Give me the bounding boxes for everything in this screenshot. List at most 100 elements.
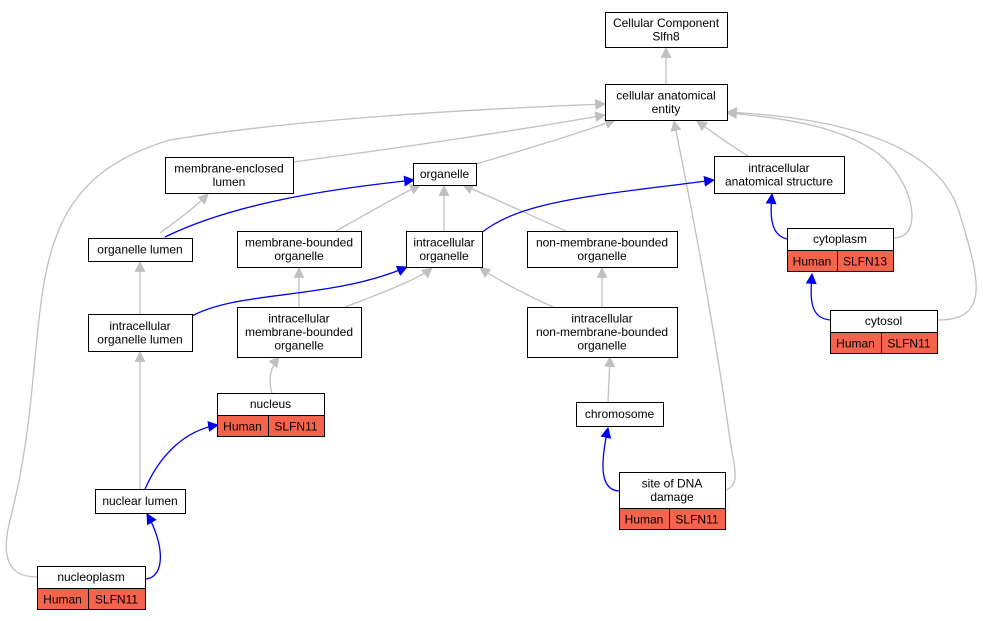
node-label-line: non-membrane-bounded xyxy=(536,235,668,249)
node-box xyxy=(605,12,728,48)
edge-mbo-to-org xyxy=(335,184,421,232)
node-box xyxy=(95,489,186,514)
edge-cytosol-part-of-cyto xyxy=(805,272,831,321)
node-label-line: organelle xyxy=(419,249,469,263)
node-label-line: nuclear lumen xyxy=(102,494,177,508)
gene-label: SLFN13 xyxy=(843,255,887,269)
edge-orgl-part-of-org xyxy=(164,175,416,238)
edge-cyto-part-of-ias xyxy=(765,192,788,240)
node-label-line: non-membrane-bounded xyxy=(536,325,668,339)
node-box xyxy=(237,307,362,358)
node-box xyxy=(237,231,362,268)
node-inmbo[interactable]: intracellularnon-membrane-boundedorganel… xyxy=(527,307,678,358)
edge-ias-to-cae xyxy=(696,120,749,157)
node-label-line: organelle lumen xyxy=(97,243,182,257)
gene-cell xyxy=(669,508,726,530)
edge-sdd-part-of-chrom xyxy=(600,426,620,492)
node-box xyxy=(714,156,845,194)
node-label-line: damage xyxy=(650,490,694,504)
node-label-line: organelle lumen xyxy=(97,332,182,346)
node-label-line: cellular anatomical xyxy=(616,88,715,102)
gene-cell xyxy=(881,332,938,354)
edge-nmbo-to-org xyxy=(461,183,567,232)
node-chrom[interactable]: chromosome xyxy=(576,402,664,427)
node-box xyxy=(527,307,678,358)
node-label-line: site of DNA xyxy=(642,476,703,490)
species-label: Human xyxy=(43,593,82,607)
edge-nplasm-part-of-nlumen xyxy=(145,513,162,580)
node-nlumen[interactable]: nuclear lumen xyxy=(95,489,186,514)
node-box xyxy=(88,314,193,352)
species-label: Human xyxy=(793,255,832,269)
edge-imbo-to-io xyxy=(344,267,433,308)
gene-cell xyxy=(837,250,894,272)
gene-label: SLFN11 xyxy=(887,337,930,351)
gene-label: SLFN11 xyxy=(675,513,718,527)
node-label-line: intracellular xyxy=(268,312,329,326)
edge-chrom-to-inmbo xyxy=(604,355,616,403)
edge-nucleus-to-imbo xyxy=(268,356,280,394)
edge-inmbo-to-io xyxy=(479,267,554,308)
node-label-line: lumen xyxy=(213,175,246,189)
gene-cell xyxy=(268,415,325,437)
species-label: Human xyxy=(625,513,664,527)
node-label-line: membrane-bounded xyxy=(245,235,353,249)
node-label-line: intracellular xyxy=(109,319,170,333)
node-org[interactable]: organelle xyxy=(413,163,477,186)
edge-sdd-to-cae xyxy=(670,119,736,491)
gene-label: SLFN11 xyxy=(274,420,317,434)
node-label-line: entity xyxy=(652,102,681,116)
node-box xyxy=(413,163,477,186)
node-label-line: intracellular xyxy=(413,235,474,249)
node-label-line: organelle xyxy=(420,167,470,181)
node-box xyxy=(605,84,728,121)
edge-nlumen-part-of-nucleus xyxy=(144,421,220,490)
edge-iol-part-of-io xyxy=(191,265,409,317)
node-box xyxy=(165,157,294,194)
node-label-line: nucleoplasm xyxy=(57,570,124,584)
node-box xyxy=(406,231,483,268)
node-label-line: intracellular xyxy=(748,161,809,175)
node-label-line: anatomical structure xyxy=(725,174,833,188)
edges-layer xyxy=(5,46,977,580)
edge-io-part-of-ias xyxy=(479,175,716,235)
gene-label: SLFN11 xyxy=(95,593,138,607)
node-label-line: Slfn8 xyxy=(652,29,680,43)
species-label: Human xyxy=(836,337,875,351)
edge-cytosol-to-cae xyxy=(725,107,977,321)
node-label-line: membrane-enclosed xyxy=(174,161,283,175)
gene-cell xyxy=(88,588,146,610)
species-label: Human xyxy=(223,420,262,434)
node-box xyxy=(619,472,726,509)
node-box xyxy=(527,231,678,268)
node-label-line: membrane-bounded xyxy=(245,325,353,339)
node-label-line: organelle xyxy=(577,249,627,263)
edge-orgl-to-mel xyxy=(159,193,209,234)
edge-mel-to-cae xyxy=(292,111,607,163)
edge-cyto-to-cae xyxy=(725,108,913,239)
edge-nplasm-to-cae xyxy=(5,98,607,578)
node-orgl[interactable]: organelle lumen xyxy=(88,238,193,262)
node-label-line: intracellular xyxy=(571,312,632,326)
node-label-line: Cellular Component xyxy=(613,16,720,30)
node-label-line: nucleus xyxy=(250,397,291,411)
node-label-line: chromosome xyxy=(585,407,655,421)
node-label-line: cytosol xyxy=(865,314,902,328)
node-label-line: organelle xyxy=(274,339,324,353)
edge-org-to-cae xyxy=(475,118,617,165)
